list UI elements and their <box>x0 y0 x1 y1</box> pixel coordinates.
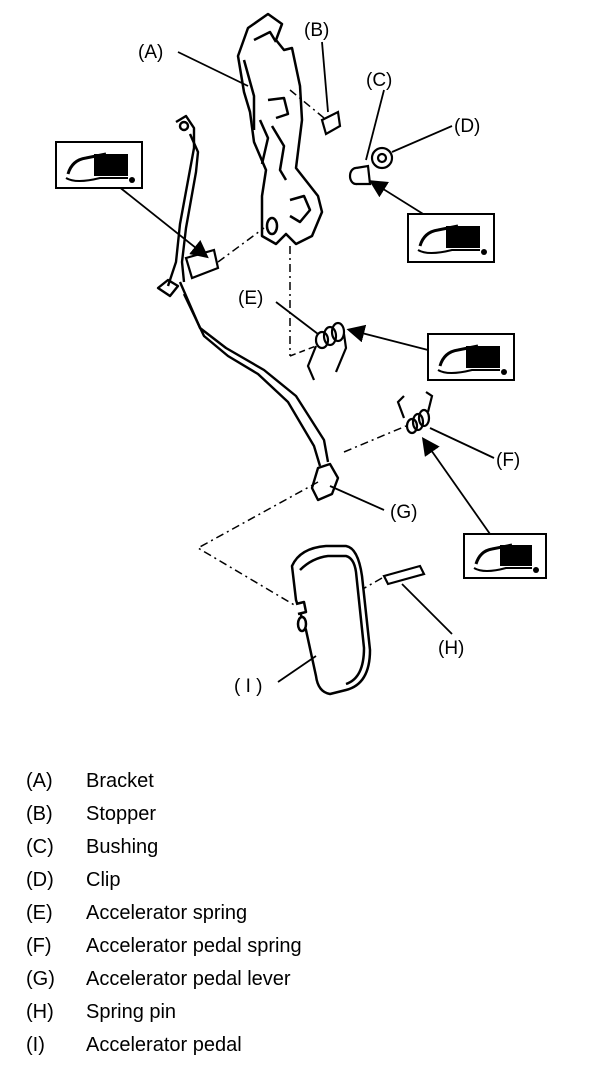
leader-a <box>177 51 249 87</box>
leader-b <box>321 41 329 113</box>
leader-d <box>391 125 453 153</box>
arrow-grease-e <box>346 324 429 351</box>
legend-item: (D) Clip <box>26 863 586 896</box>
legend-label: Bracket <box>86 769 154 792</box>
callout-d: (D) <box>454 116 480 137</box>
arrow-grease-pin <box>117 185 209 259</box>
legend-code: (E) <box>26 901 53 924</box>
legend-item: (G) Accelerator pedal lever <box>26 962 586 995</box>
legend-code: (F) <box>26 934 52 957</box>
pedal-spring-part <box>396 391 434 435</box>
pedal-lever-part <box>156 114 340 502</box>
legend-code: (I) <box>26 1033 45 1056</box>
legend-label: Accelerator pedal spring <box>86 934 302 957</box>
centerline-h <box>353 577 383 595</box>
legend-code: (H) <box>26 1000 54 1023</box>
arrow-grease-f <box>421 437 491 535</box>
legend-item: (E) Accelerator spring <box>26 896 586 929</box>
clip-part <box>370 146 394 170</box>
legend-code: (D) <box>26 868 54 891</box>
callout-i: ( I ) <box>234 676 263 697</box>
legend-label: Accelerator pedal lever <box>86 967 291 990</box>
legend-label: Accelerator spring <box>86 901 248 924</box>
legend-label: Clip <box>86 868 121 891</box>
parts-legend: (A) Bracket (B) Stopper (C) Bushing (D) … <box>26 764 586 1061</box>
callout-b: (B) <box>304 20 329 41</box>
callout-a: (A) <box>138 42 163 63</box>
legend-code: (A) <box>26 769 53 792</box>
bushing-part <box>348 164 372 186</box>
spring-pin-part <box>382 564 426 586</box>
legend-code: (B) <box>26 802 53 825</box>
legend-label: Bushing <box>86 835 159 858</box>
callout-f: (F) <box>496 450 520 471</box>
grease-icon <box>55 141 143 189</box>
stopper-part <box>320 110 342 136</box>
parts-diagram: (A) (B) (C) (D) (G) <box>55 12 547 697</box>
legend-code: (G) <box>26 967 55 990</box>
legend-item: (C) Bushing <box>26 830 586 863</box>
centerline-a <box>217 227 265 263</box>
leader-e <box>275 301 319 335</box>
grease-icon <box>407 213 495 263</box>
callout-g: (G) <box>390 502 417 523</box>
grease-icon <box>427 333 515 381</box>
leader-c <box>365 89 385 161</box>
accelerator-spring-part <box>306 321 348 381</box>
callout-e: (E) <box>238 288 263 309</box>
legend-item: (A) Bracket <box>26 764 586 797</box>
centerline-b <box>289 89 325 119</box>
accelerator-pedal-part <box>290 544 372 696</box>
leader-g <box>329 485 385 511</box>
legend-item: (B) Stopper <box>26 797 586 830</box>
leader-f <box>429 427 495 459</box>
grease-icon <box>463 533 547 579</box>
bracket-part <box>236 12 324 246</box>
legend-label: Spring pin <box>86 1000 177 1023</box>
legend-label: Stopper <box>86 802 157 825</box>
pin-part <box>184 248 220 280</box>
centerline-e2 <box>289 345 317 357</box>
callout-h: (H) <box>438 638 464 659</box>
legend-item: (I) Accelerator pedal <box>26 1028 586 1061</box>
leader-h <box>401 583 453 635</box>
leader-i <box>277 655 317 683</box>
legend-item: (H) Spring pin <box>26 995 586 1028</box>
legend-item: (F) Accelerator pedal spring <box>26 929 586 962</box>
legend-label: Accelerator pedal <box>86 1033 242 1056</box>
callout-c: (C) <box>366 70 392 91</box>
centerline-f <box>343 425 407 453</box>
legend-code: (C) <box>26 835 54 858</box>
